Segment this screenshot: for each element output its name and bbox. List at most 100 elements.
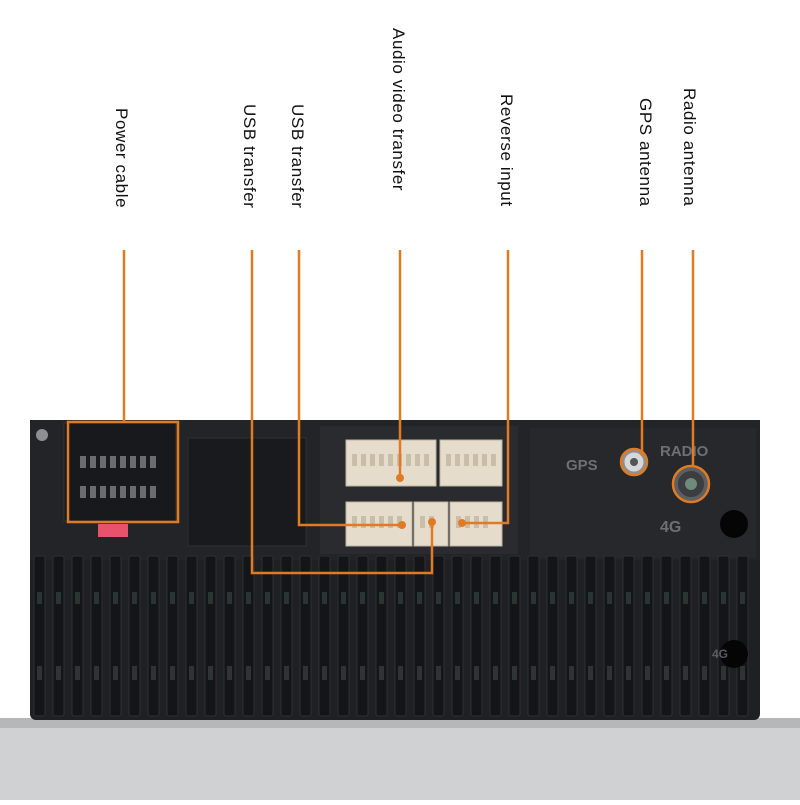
fin-highlight xyxy=(56,666,61,680)
fin-highlight xyxy=(94,592,99,604)
fin-highlight xyxy=(626,592,631,604)
fin xyxy=(717,555,730,717)
pin xyxy=(150,456,156,468)
screw-icon xyxy=(36,429,48,441)
fin xyxy=(565,555,578,717)
fin-highlight xyxy=(455,592,460,604)
fin xyxy=(584,555,597,717)
fin-highlight xyxy=(455,666,460,680)
fin-highlight xyxy=(132,666,137,680)
gps-antenna-pin xyxy=(630,458,638,466)
fin-highlight xyxy=(189,592,194,604)
fin-highlight xyxy=(75,666,80,680)
fin-highlight xyxy=(284,666,289,680)
slot xyxy=(388,516,393,528)
pin xyxy=(80,456,86,468)
fin-highlight xyxy=(265,666,270,680)
fin-highlight xyxy=(56,592,61,604)
slot xyxy=(352,454,357,466)
fin-highlight xyxy=(417,592,422,604)
fin xyxy=(109,555,122,717)
pin xyxy=(140,456,146,468)
fin xyxy=(337,555,350,717)
pin xyxy=(150,486,156,498)
slot xyxy=(361,516,366,528)
fin-highlight xyxy=(569,666,574,680)
fin xyxy=(242,555,255,717)
fin xyxy=(128,555,141,717)
slot xyxy=(482,454,487,466)
fin-highlight xyxy=(493,666,498,680)
fin xyxy=(166,555,179,717)
radio-antenna-pin xyxy=(685,478,697,490)
fin-highlight xyxy=(265,592,270,604)
slot xyxy=(420,516,425,528)
power-connector-pins xyxy=(80,456,156,498)
slot xyxy=(406,454,411,466)
fin-highlight xyxy=(740,666,745,680)
fin-highlight xyxy=(512,666,517,680)
fin-highlight xyxy=(379,666,384,680)
callout-dot xyxy=(398,521,406,529)
fin-highlight xyxy=(360,666,365,680)
fin-highlight xyxy=(151,592,156,604)
recessed-cover xyxy=(187,437,307,547)
fin-highlight xyxy=(113,592,118,604)
fin-highlight xyxy=(341,666,346,680)
fin-highlight xyxy=(702,592,707,604)
heat-sink-fins xyxy=(33,555,749,717)
pin xyxy=(90,486,96,498)
aux-hole xyxy=(720,640,748,668)
radio-marking: RADIO xyxy=(660,443,709,460)
fin-highlight xyxy=(417,666,422,680)
fin-highlight xyxy=(607,666,612,680)
gps-marking: GPS xyxy=(566,457,598,474)
4g-antenna-hole xyxy=(720,510,748,538)
fin xyxy=(299,555,312,717)
label-usb-transfer-1: USB transfer xyxy=(240,104,259,209)
fin-highlight xyxy=(37,666,42,680)
fin-highlight xyxy=(227,666,232,680)
fin xyxy=(546,555,559,717)
fin-highlight xyxy=(208,666,213,680)
slot xyxy=(455,454,460,466)
callout-ring-radio xyxy=(671,464,711,504)
fin-highlight xyxy=(550,666,555,680)
fin-highlight xyxy=(303,592,308,604)
fin-highlight xyxy=(398,592,403,604)
fin xyxy=(318,555,331,717)
slot xyxy=(424,454,429,466)
slot xyxy=(446,454,451,466)
fin-highlight xyxy=(132,592,137,604)
fin-highlight xyxy=(664,592,669,604)
pin xyxy=(140,486,146,498)
slot xyxy=(379,454,384,466)
fin xyxy=(698,555,711,717)
aux-marking: 4G xyxy=(712,647,728,661)
fin-highlight xyxy=(493,592,498,604)
label-radio-antenna: Radio antenna xyxy=(680,88,699,207)
fin-highlight xyxy=(645,666,650,680)
fin-highlight xyxy=(645,592,650,604)
fin-highlight xyxy=(721,666,726,680)
fin-highlight xyxy=(360,592,365,604)
slot xyxy=(464,454,469,466)
fin-highlight xyxy=(170,666,175,680)
fin-highlight xyxy=(740,592,745,604)
fin xyxy=(641,555,654,717)
fin xyxy=(489,555,502,717)
fuse xyxy=(98,524,128,537)
fin-highlight xyxy=(664,666,669,680)
slot xyxy=(388,454,393,466)
fin xyxy=(470,555,483,717)
fin-highlight xyxy=(550,592,555,604)
callout-lines xyxy=(66,250,695,575)
pin xyxy=(130,456,136,468)
label-audio-video-transfer: Audio video transfer xyxy=(389,28,408,192)
slot xyxy=(370,516,375,528)
fin xyxy=(603,555,616,717)
unit-base-edge xyxy=(0,718,800,728)
callout-usb-transfer-2 xyxy=(297,250,402,527)
fin xyxy=(223,555,236,717)
